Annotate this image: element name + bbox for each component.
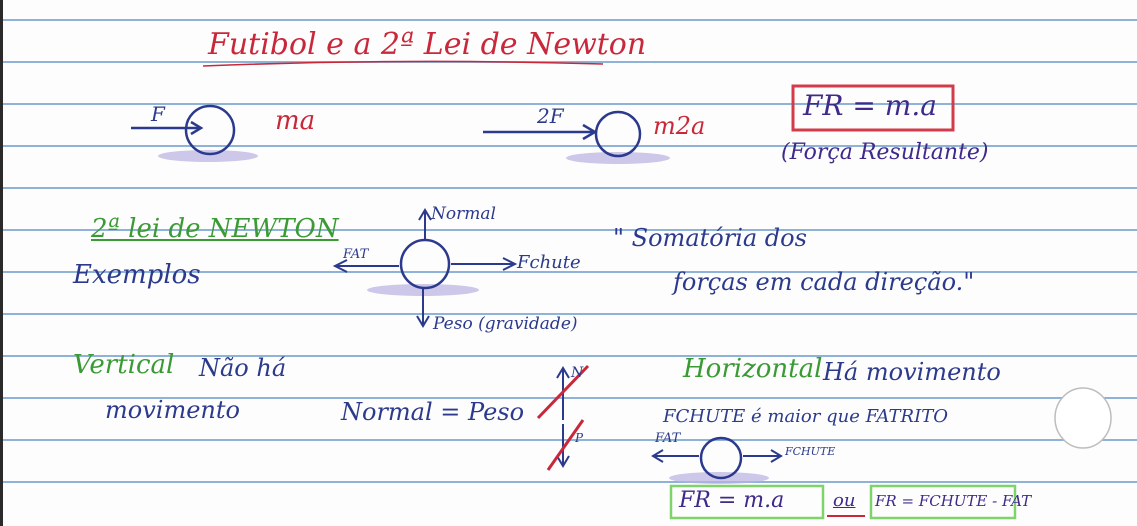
fat-small-label: FAT	[655, 431, 681, 446]
crossed-p-label: P	[575, 431, 584, 445]
ball-bottom-icon	[699, 436, 743, 480]
formula-b-frame	[869, 484, 1017, 520]
result-label-right: m2a	[653, 112, 706, 140]
fchute-small-label: FCHUTE	[785, 445, 836, 458]
quote-line-1: " Somatória dos	[613, 224, 807, 252]
horizontal-diagram	[651, 436, 1017, 520]
ruled-lines	[3, 19, 1137, 483]
title-underline	[202, 60, 604, 67]
force-label-left: F	[151, 102, 165, 126]
quote-line-2: forças em cada direção."	[673, 268, 975, 296]
normal-equals-peso: Normal = Peso	[341, 398, 525, 426]
newton-law-heading: 2ª lei de NEWTON	[91, 214, 339, 244]
vertical-text-2: movimento	[105, 396, 240, 424]
horizontal-label: Horizontal	[683, 354, 823, 384]
peso-label: Peso (gravidade)	[433, 314, 578, 334]
vertical-label: Vertical	[73, 350, 175, 380]
horizontal-text: Há movimento	[823, 358, 1001, 386]
vertical-text-1: Não há	[199, 354, 287, 382]
normal-label: Normal	[431, 204, 496, 224]
formula-fr-ma: FR = m.a	[803, 89, 937, 122]
formula-a-frame	[669, 484, 825, 520]
formula-b: FR = FCHUTE - FAT	[875, 492, 1032, 510]
result-label-left: ma	[275, 106, 316, 136]
punch-hole	[1054, 387, 1112, 449]
comparison-text: FCHUTE é maior que FATRITO	[663, 406, 948, 427]
crossed-forces	[536, 364, 590, 471]
ball-left-icon	[184, 104, 236, 156]
ou-word: ou	[833, 490, 856, 511]
fchute-label: Fchute	[517, 252, 581, 273]
formula-box-frame	[791, 84, 955, 132]
ball-right-icon	[594, 110, 642, 158]
examples-label: Exemplos	[73, 260, 201, 290]
fat-label: FAT	[343, 247, 369, 262]
crossed-n-label: N	[571, 365, 584, 381]
formula-a: FR = m.a	[679, 488, 785, 513]
row1-diagram	[131, 84, 955, 164]
free-body-diagram	[332, 208, 518, 328]
formula-caption: (Força Resultante)	[781, 140, 989, 165]
force-label-right: 2F	[537, 104, 564, 128]
page-title: Futibol e a 2ª Lei de Newton	[208, 27, 647, 62]
